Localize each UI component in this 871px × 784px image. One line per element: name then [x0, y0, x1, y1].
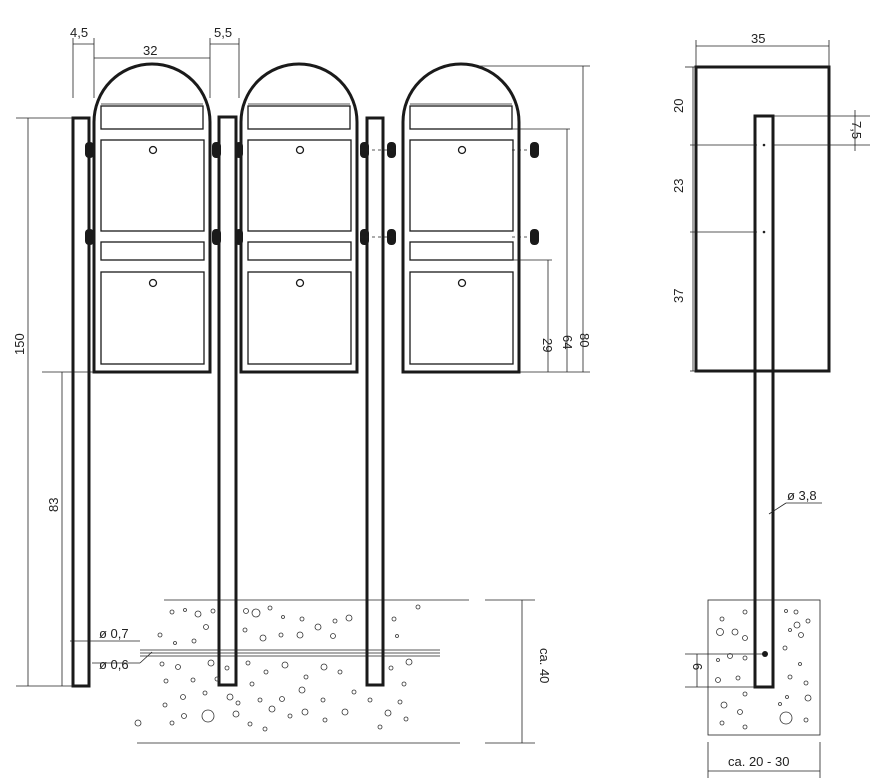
dim-post-diameter: ø 3,8: [787, 488, 817, 503]
embed-dim: [685, 653, 765, 688]
post-diameter-leader: [768, 502, 787, 515]
bracket-centerlines: [360, 149, 530, 238]
dim-bottom: 37: [671, 289, 686, 303]
pipe-leaders: [70, 640, 153, 664]
side-view: 35 20 7,5 23 37 ø 3,8 6: [671, 31, 870, 778]
dim-middle: 23: [671, 179, 686, 193]
mounting-brackets: [85, 142, 539, 245]
side-foundation-pebbles: [715, 609, 812, 730]
side-post-lower: [753, 369, 775, 689]
side-dimension-lines: [685, 40, 870, 372]
front-view: 4,5 32 5,5 150 83 ø 0,7 ø 0,6: [12, 25, 592, 744]
dim-right-gap: 5,5: [214, 25, 232, 40]
dim-top: 20: [671, 99, 686, 113]
dim-box-low: 29: [540, 338, 555, 352]
dim-depth: 35: [751, 31, 765, 46]
post-1: [71, 116, 91, 688]
side-foundation: [707, 599, 821, 736]
dim-box-full: 80: [577, 333, 592, 347]
dim-ground-height: 83: [46, 498, 61, 512]
mailbox-unit-2: [239, 62, 359, 374]
side-post-upper: [753, 114, 775, 371]
dim-foundation-width: ca. 20 - 30: [728, 754, 789, 769]
dim-box-mid: 64: [560, 335, 575, 349]
dim-foundation-depth: ca. 40: [537, 648, 552, 683]
dim-pipe-inner: ø 0,6: [99, 657, 129, 672]
foundation: [134, 599, 469, 744]
dim-embed: 6: [690, 663, 705, 670]
foundation-depth-dim: [485, 599, 535, 744]
mailbox-unit-1: [92, 62, 212, 374]
anchor-point: [762, 651, 768, 657]
left-dimension-lines: [16, 117, 94, 687]
dim-box-width: 32: [143, 43, 157, 58]
dim-pipe-outer: ø 0,7: [99, 626, 129, 641]
dim-left-gap: 4,5: [70, 25, 88, 40]
post-3: [365, 116, 385, 687]
mailbox-unit-3: [401, 62, 521, 374]
top-dimension-lines: [72, 38, 240, 98]
foundation-width-dim: [707, 742, 821, 778]
dim-total-height: 150: [12, 333, 27, 355]
box-height-dims: [480, 65, 590, 373]
hole-marker-1: [762, 143, 766, 147]
post-2: [217, 115, 238, 687]
hole-marker-2: [762, 230, 766, 234]
dim-slot: 7,5: [849, 121, 864, 139]
ground-level: [140, 649, 440, 657]
